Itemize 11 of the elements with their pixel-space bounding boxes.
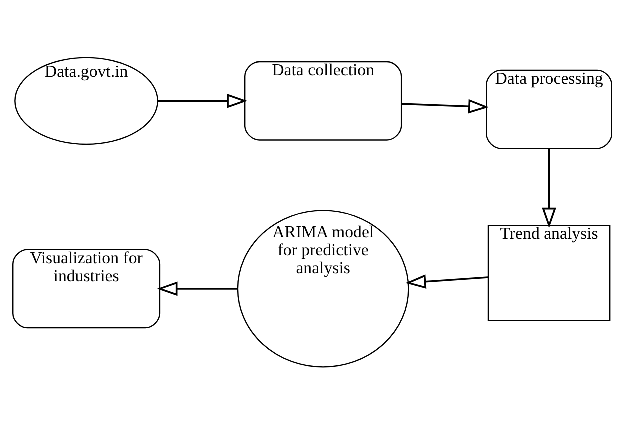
node-box: Data processing xyxy=(486,69,612,149)
arrow xyxy=(402,98,490,114)
node-box: Trend analysis xyxy=(488,224,611,321)
arrow xyxy=(158,93,248,108)
node-box: Visualization for industries xyxy=(12,248,161,328)
arrow xyxy=(157,281,238,296)
arrow xyxy=(542,148,556,228)
node-circle: ARIMA model for predictive analysis xyxy=(237,210,410,368)
node-ellipse: Data.govt.in xyxy=(14,56,159,145)
node-box: Data collection xyxy=(244,60,402,140)
arrow xyxy=(406,274,488,288)
